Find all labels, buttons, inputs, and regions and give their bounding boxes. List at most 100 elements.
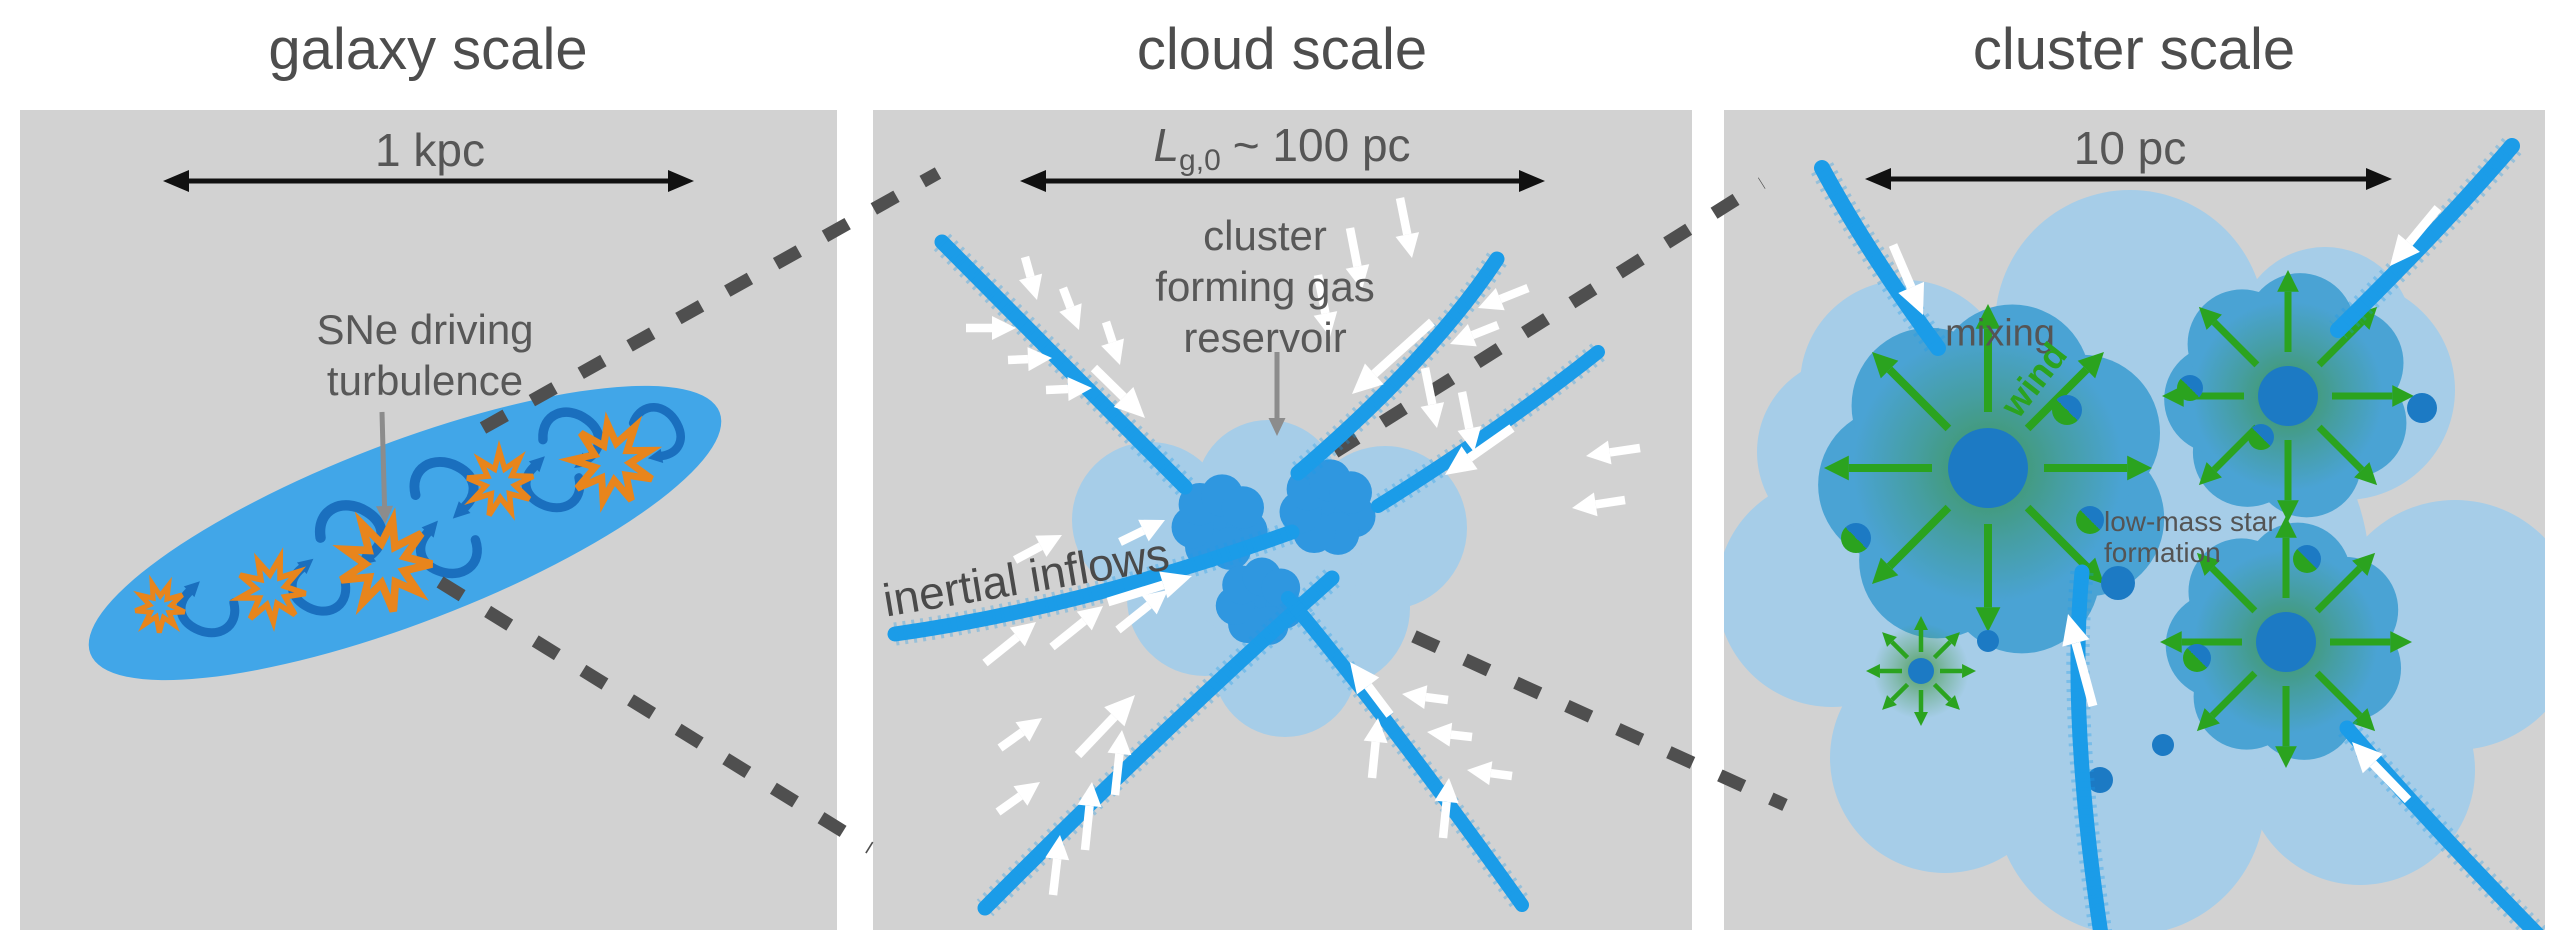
wind-arrow-head [1975,304,2001,329]
gas-filament [1281,591,1529,912]
panel-title-cluster: cluster scale [1972,17,2296,82]
inflow-arrow [1007,354,1029,365]
wind-arrow-head [1882,695,1897,710]
wind-arrow-head [1962,664,1976,678]
inflow-arrow-head [1059,303,1082,330]
inflow-arrow-head [1067,377,1092,402]
gas-filament [2330,138,2520,338]
wind-arrow-head [2275,516,2297,538]
inflow-arrow [1438,801,1451,839]
inflow-arrow [1450,730,1473,742]
inflow-arrow-head [1363,718,1388,744]
inflow-arrow-head [1013,782,1040,806]
inflow-arrow [1367,741,1380,779]
supernova-star [558,411,663,513]
low-mass-star-dot [2407,393,2437,423]
inflow-arrow-head [1402,685,1428,710]
filament-flow-arrow-head [1445,446,1478,475]
filament-flow-arrow-head [2390,233,2420,266]
inflow-arrow-head [1018,273,1043,300]
filament-flow-arrow [2071,641,2098,708]
inflow-arrow [1395,197,1412,236]
reservoir-label-line3: reservoir [1183,314,1347,361]
wind-arrow-head [2275,746,2297,768]
wind-arrow [1886,504,1952,570]
gas-filament-texture [1279,591,1531,912]
filament-flow-arrow [1371,318,1436,378]
inflow-arrow [1101,320,1117,344]
wind-arrow-head [1872,557,1899,584]
wind-arrow-head [1882,632,1897,647]
wind-arrow-head [1914,616,1928,630]
wind-arrow-head [1872,352,1899,379]
reservoir-label-line1: cluster [1203,212,1327,259]
scale-label-cloud-subscript: g,0 [1179,144,1221,177]
inflow-arrow-head [1035,535,1062,557]
lowmass-label-line2: formation [2104,537,2221,568]
inflow-arrow-head [1457,426,1482,452]
wind-arrow-head [2077,352,2104,379]
wind-arrow-head [2198,306,2222,330]
forming-star-dot [2076,506,2104,534]
scale-bar-arrowhead [1020,170,1046,192]
wind-arrow [2211,319,2260,368]
forming-star-dot [2177,375,2203,401]
mixing-label: mixing [1945,312,2055,355]
turbulence-eddy-arrow [176,581,240,638]
filament-flow-arrow [1364,683,1394,718]
wind-arrow [2314,670,2363,719]
dense-gas-clump [1329,471,1372,514]
star-cluster-core [1948,428,2028,508]
inflow-arrow [1080,805,1094,851]
inflow-arrow-head [1572,492,1598,517]
eddy-arc [176,587,240,638]
wind-arrow [1890,682,1910,702]
wind-arrow-head [2354,462,2378,486]
gas-filament [1371,345,1605,513]
scale-bar-arrowhead [163,170,189,192]
inflow-arrow [1118,526,1146,546]
inflow-arrow-head [1345,264,1370,290]
scale-label-cloud: Lg,0~ 100 pc [1153,118,1410,178]
wind-arrow-head [1824,455,1849,481]
star-cluster-core [2258,366,2318,426]
wind-arrow [2209,670,2258,719]
sne-label-line2: turbulence [326,357,524,404]
gas-filament-texture [1811,162,1948,356]
scale-label-cluster: 10 pc [2073,122,2187,174]
gas-filament [1290,251,1505,481]
inflow-arrow [1490,768,1513,781]
eddy-arrowhead [528,456,545,473]
filament-flow-arrow [1106,580,1165,607]
filament-flow-arrow [2405,205,2442,246]
filament-flow-arrow-head [1113,387,1145,418]
filament-flow-arrow-head [1350,662,1380,695]
wind-arrow-head [1975,607,2001,632]
low-mass-star-dot [2101,566,2135,600]
inflow-arrow [1457,391,1474,430]
inflow-arrow [1110,753,1124,796]
eddy-arrowhead [183,581,200,598]
gas-filament [977,570,1340,916]
filament-flow-arrow-head [1898,281,1925,315]
wind-arrow [1886,366,1952,432]
wind-arrow-head [2390,631,2412,653]
inflow-arrow-head [1107,730,1132,756]
inflow-arrow [1420,367,1437,406]
supernova-star [133,574,186,634]
inflow-arrow [1498,284,1530,304]
inflow-arrow-head [992,316,1016,340]
gas-filament [887,524,1300,642]
filament-flow-arrow-head [2062,614,2090,647]
inflow-arrow-head [1138,519,1165,542]
inflow-arrow-head [1313,311,1338,337]
star-cluster-core [2256,612,2316,672]
turbulence-eddy-arrow [628,403,685,463]
wind-arrow-head [2352,708,2376,732]
forming-star-dot [1841,523,1871,553]
wind-arrow-head [2392,385,2414,407]
panel-title-cloud: cloud scale [1136,17,1428,82]
forming-star-dot [2293,545,2321,573]
scale-bar-arrowhead [668,170,694,192]
wind-arrow-head [2277,270,2299,292]
